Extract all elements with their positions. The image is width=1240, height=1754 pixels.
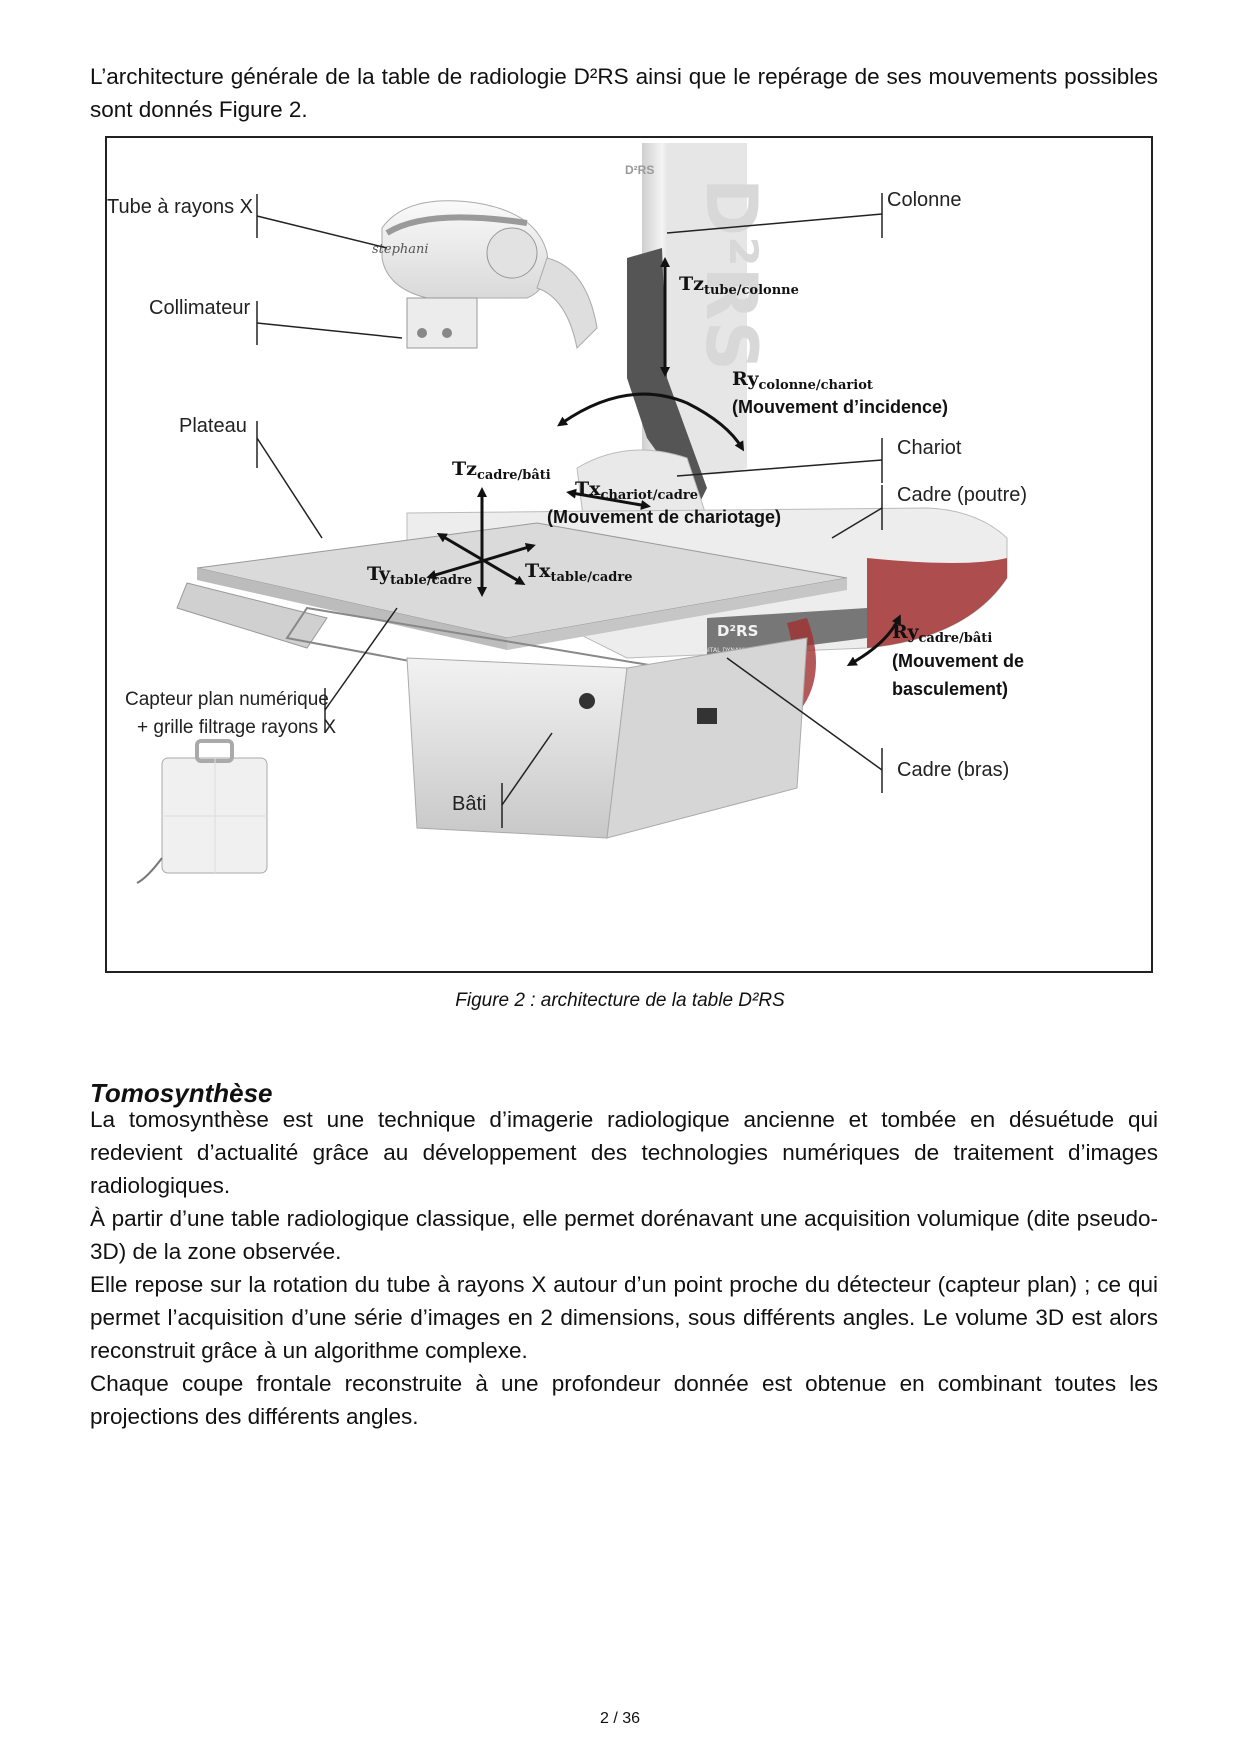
label-chariot: Chariot [897, 437, 962, 459]
mv-ry-cadre: Rycadre/bâti [892, 621, 993, 646]
intro-paragraph: L’architecture générale de la table de r… [90, 64, 1158, 122]
figure-caption: Figure 2 : architecture de la table D²RS [455, 990, 785, 1011]
label-capteur-line1: Capteur plan numérique [125, 689, 329, 710]
mv-ry-colonne-desc: (Mouvement d’incidence) [732, 397, 949, 417]
radiology-table-illustration: D²RS stephani D²RS DIGITAL DYNAMIC REMOT… [136, 143, 1008, 884]
label-cadre-bras: Cadre (bras) [897, 759, 1010, 781]
section-paragraph-4: Chaque coupe frontale reconstruite à une… [90, 1371, 1158, 1429]
mv-tx-table: Txtable/cadre [525, 560, 633, 585]
base-shape [406, 637, 808, 839]
tube-brand-logo: stephani [372, 242, 429, 257]
xray-tube-shape: stephani [372, 200, 598, 350]
section-paragraph-3: Elle repose sur la rotation du tube à ra… [90, 1272, 1158, 1363]
label-tube: Tube à rayons X [107, 196, 254, 218]
mv-ry-cadre-desc-1: (Mouvement de [892, 651, 1025, 671]
mv-ry-cadre-desc-2: basculement) [892, 679, 1009, 699]
page-number: 2 / 36 [599, 1710, 641, 1727]
section-paragraph-1: La tomosynthèse est une technique d’imag… [90, 1107, 1158, 1198]
section-paragraph-2: À partir d’une table radiologique classi… [90, 1206, 1158, 1264]
tx-chariot-arrow [566, 488, 651, 510]
svg-text:D²RS: D²RS [690, 178, 772, 371]
movement-arrows [426, 257, 901, 666]
mv-tx-chariot: Txchariot/cadre [575, 478, 699, 503]
frame-brand-logo: D²RS [717, 622, 758, 640]
label-capteur-line2: + grille filtrage rayons X [137, 717, 337, 738]
column-brand-logo: D²RS [625, 163, 655, 177]
label-cadre-poutre: Cadre (poutre) [897, 484, 1028, 506]
label-colonne: Colonne [887, 189, 962, 211]
label-bati: Bâti [452, 793, 487, 815]
label-plateau: Plateau [179, 415, 247, 437]
mv-ry-colonne: Rycolonne/chariot [732, 368, 873, 393]
ry-colonne-arrow [557, 392, 745, 452]
mv-tz-tube: Tztube/colonne [679, 273, 799, 298]
leader-lines [256, 193, 883, 828]
mv-ty-table: Tytable/cadre [367, 563, 473, 588]
label-collimateur: Collimateur [149, 297, 251, 319]
ty-table-arrow [436, 532, 526, 586]
ry-cadre-arrow [846, 614, 901, 666]
figure-2: D²RS stephani D²RS DIGITAL DYNAMIC REMOT… [105, 136, 1153, 973]
detector-panel-shape [136, 739, 268, 884]
section-title: Tomosynthèse [90, 1078, 273, 1108]
mv-tx-chariot-desc: (Mouvement de chariotage) [547, 507, 782, 527]
mv-tz-cadre: Tzcadre/bâti [452, 458, 551, 483]
